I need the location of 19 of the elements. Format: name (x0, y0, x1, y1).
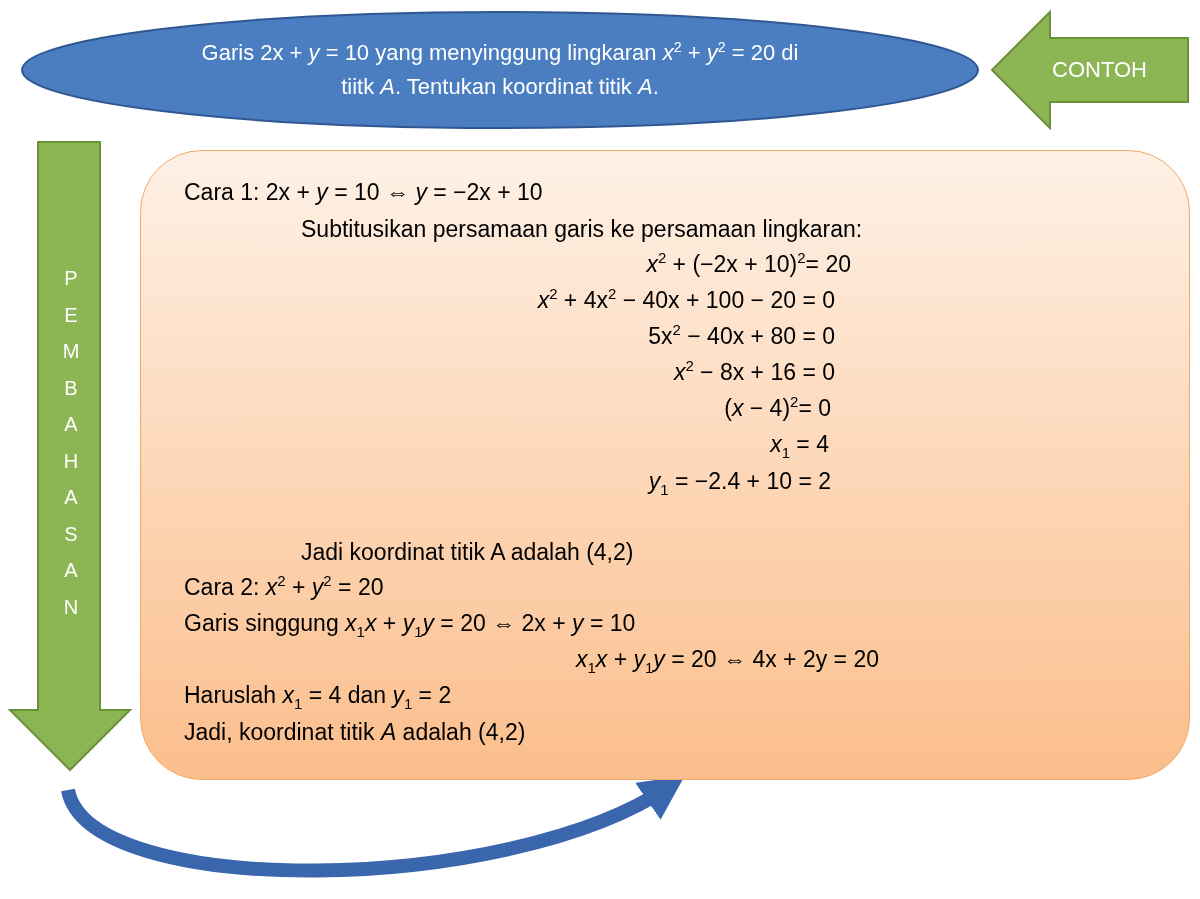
equation-line: Jadi, koordinat titik A adalah (4,2) (184, 719, 526, 746)
equation-line: Cara 1: 2x + y = 10 ⇔ y = −2x + 10 (184, 179, 543, 206)
equation-line: Haruslah x$_{1}$ = 4 dan y$_{1}$ = 2 (184, 682, 452, 709)
equation-line: x$^{2}$ + 4x$^{2}$ − 40x + 100 − 20 = 0 (537, 287, 835, 314)
equation-line: (x − 4)$^{2}$= 0 (724, 395, 831, 422)
equation-line: x$^{2}$ + (−2x + 10)$^{2}$= 20 (646, 251, 851, 278)
equation-line: 5x$^{2}$ − 40x + 80 = 0 (648, 323, 835, 350)
text-line: Subtitusikan persamaan garis ke persamaan lingkaran: (301, 216, 863, 243)
equation-line: y$_{1}$ = −2.4 + 10 = 2 (648, 468, 831, 495)
equation-line: Garis singgung x$_{1}$x + y$_{1}$y = 20 ⇔ 2x + y = 10 (184, 610, 636, 637)
equation-line: x$^{2}$ − 8x + 16 = 0 (673, 359, 835, 386)
equation-line: x$_{1}$ = 4 (770, 431, 829, 458)
equation-line: x$_{1}$x + y$_{1}$y = 20 ⇔ 4x + 2y = 20 (576, 646, 879, 673)
arrow-label: PEMBAHASAN (61, 266, 81, 620)
solution-panel (140, 150, 1190, 780)
arrow-label: CONTOH (1052, 57, 1147, 83)
equation-line: Cara 2: x$^{2}$ + y$^{2}$ = 20 (184, 574, 384, 601)
question-text: Garis 2x + y = 10 yang menyinggung lingkaran x$^{2}$ + y$^{2}$ = 20 di tiitk A. Tentukan koordinat titik A. (200, 37, 800, 101)
text-line: Jadi koordinat titik A adalah (4,2) (301, 539, 634, 566)
